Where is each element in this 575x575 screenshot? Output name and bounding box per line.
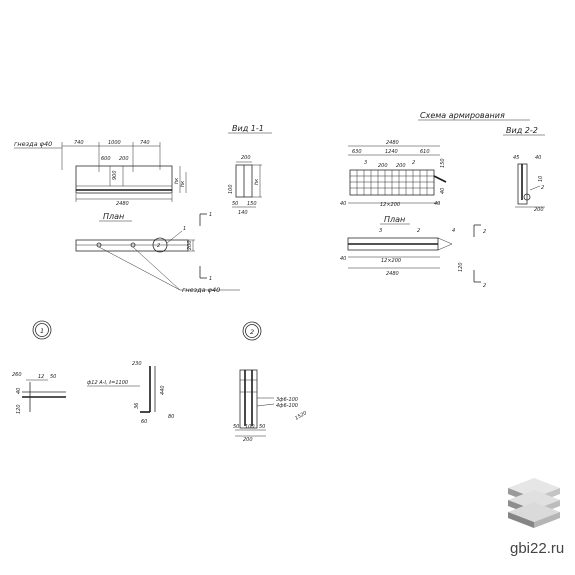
view-dim-150: 150 [247, 201, 257, 207]
scheme-dim-1240: 1240 [385, 149, 398, 155]
node-2-marker: 2 [157, 243, 160, 249]
view-dim-200: 200 [241, 155, 251, 161]
dim-hk-2: hк [180, 181, 186, 187]
plan-right-title: План [384, 215, 405, 224]
hole-label-top: гнезда φ40 [14, 140, 52, 148]
view-1-1-title: Вид 1-1 [232, 124, 264, 133]
node2-dim-50-a: 50 [233, 424, 239, 430]
node-1-detail: 1 260 12 50 40 120 [12, 320, 66, 414]
dim-740-b: 740 [140, 140, 150, 146]
node1-dim-40: 40 [16, 388, 22, 394]
node-1-marker: 1 [183, 226, 186, 232]
dim-200: 200 [119, 156, 129, 162]
scheme-title: Схема армирования [420, 111, 505, 120]
node1-dim-12: 12 [38, 374, 44, 380]
plan-dim-2480: 2480 [386, 271, 399, 277]
node1-dim-260: 260 [12, 372, 22, 378]
view-dim-50: 50 [232, 201, 238, 207]
bar-dim-80: 80 [168, 414, 174, 420]
view-2-2-title: Вид 2-2 [506, 126, 538, 135]
node1-dim-50: 50 [50, 374, 56, 380]
scheme-dim-40-side: 40 [440, 188, 446, 194]
node2-dim-200: 200 [243, 437, 253, 443]
scheme-dim-630: 630 [352, 149, 362, 155]
v22-elem-2: 2 [541, 185, 544, 191]
dim-740-a: 740 [74, 140, 84, 146]
dim-900: 900 [112, 170, 118, 180]
dim-2480-elev: 2480 [116, 201, 129, 207]
plan-dim-120: 120 [458, 262, 464, 272]
scheme-dim-40-a: 40 [340, 201, 346, 207]
view-dim-hk: hк [254, 179, 260, 185]
v22-dim-40: 40 [535, 155, 541, 161]
hole-label-bottom: гнезда φ40 [182, 286, 220, 294]
scheme-dim-610: 610 [420, 149, 430, 155]
view-1-1: Вид 1-1 200 hк 100 50 150 140 [228, 124, 272, 216]
v22-dim-10: 10 [538, 176, 544, 182]
brand-site[interactable]: gbi22.ru [510, 540, 564, 557]
elevation-view: гнезда φ40 740 1000 740 600 200 900 hк h… [14, 140, 187, 207]
bar-dim-36: 36 [134, 403, 140, 409]
node2-dim-100: 100 [245, 424, 255, 430]
section-2-top: 2 [483, 229, 486, 235]
plan-dim-40: 40 [340, 256, 346, 262]
scheme-elem-2: 2 [412, 160, 415, 166]
mesh-grid [349, 169, 447, 196]
node1-dim-120: 120 [16, 404, 22, 414]
section-1-top: 1 [209, 212, 212, 218]
stacked-slabs-icon [508, 478, 560, 528]
bar-detail: 230 ф12 А-I, ℓ=1100 440 36 60 80 [87, 361, 174, 425]
scheme-dim-200-b: 200 [396, 163, 406, 169]
dim-1000: 1000 [108, 140, 121, 146]
weld-label: 1520 [294, 410, 308, 422]
bar-dim-60: 60 [141, 419, 147, 425]
plan-dim-200: 200 [187, 240, 193, 250]
plan-elem-3: 3 [379, 228, 382, 234]
node-2-label: 2 [250, 328, 254, 336]
dim-600: 600 [101, 156, 111, 162]
node2-dim-50-b: 50 [259, 424, 265, 430]
bar-spec-label: ф12 А-I, ℓ=1100 [87, 380, 128, 386]
reinforcement-scheme: Схема армирования Вид 2-2 2480 630 1240 … [340, 111, 545, 289]
scheme-dim-40-b: 40 [434, 201, 440, 207]
scheme-dim-150: 150 [440, 158, 446, 168]
bar-dim-230: 230 [132, 361, 142, 367]
plan-elem-4: 4 [452, 228, 455, 234]
v22-dim-200: 200 [534, 207, 544, 213]
view-dim-100: 100 [228, 184, 234, 194]
plan-left: План 2 1 200 1 1 гнезда φ40 [75, 212, 240, 294]
section-1-bottom: 1 [209, 276, 212, 282]
scheme-elem-3: 3 [364, 160, 367, 166]
node-1-label: 1 [40, 327, 44, 335]
node-2-detail: 2 3ф6-100 4ф6-100 1520 50 100 50 200 [233, 321, 308, 443]
mesh-label-a: 3ф6-100 [276, 397, 298, 403]
bar-dim-440: 440 [160, 385, 166, 395]
mesh-label-b: 4ф6-100 [276, 403, 298, 409]
scheme-dim-2480: 2480 [386, 140, 399, 146]
dim-hk-1: hк [174, 178, 180, 184]
plan-dim-12x200: 12×200 [381, 258, 401, 264]
scheme-dim-12x200: 12×200 [380, 202, 400, 208]
plan-elem-2: 2 [417, 228, 420, 234]
view-dim-140: 140 [238, 210, 248, 216]
scheme-dim-200-a: 200 [378, 163, 388, 169]
plan-left-title: План [103, 212, 124, 221]
v22-dim-45: 45 [513, 155, 519, 161]
section-2-bottom: 2 [483, 283, 486, 289]
